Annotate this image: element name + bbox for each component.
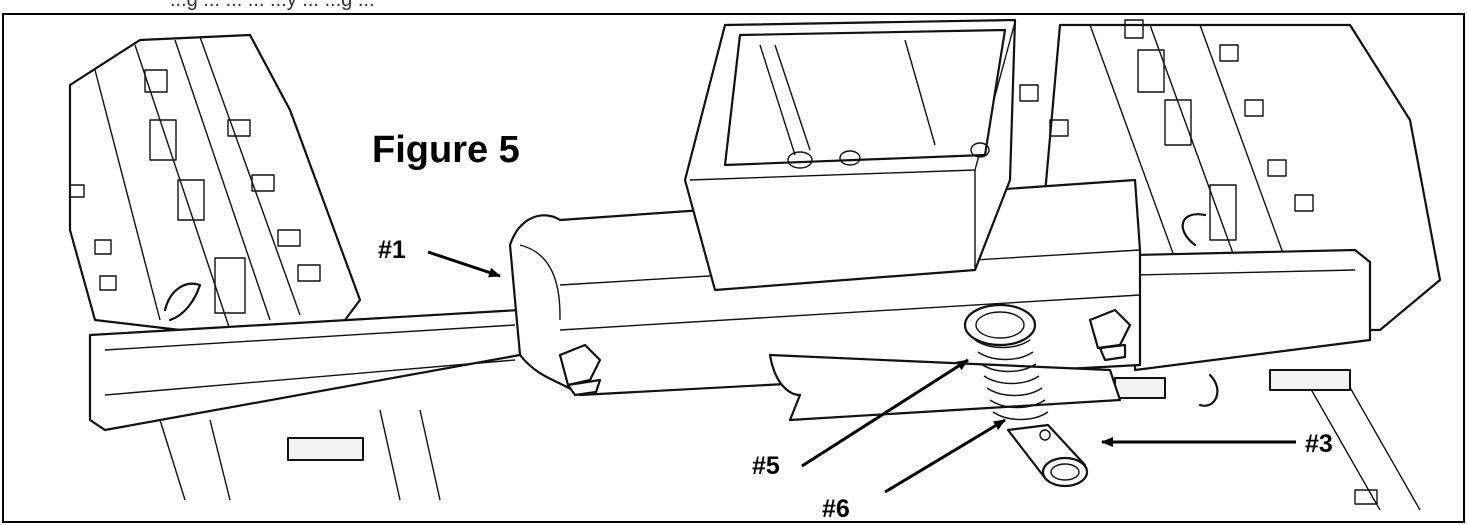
assembly-drawing [68,18,1442,511]
left-rail [68,33,362,342]
callout-label-6: #6 [822,495,850,523]
callout-label-5: #5 [752,452,780,480]
left-hitch-pin [163,282,202,322]
right-clip [1114,377,1166,399]
figure-frame [2,13,1465,523]
callout-label-3: #3 [1305,430,1333,458]
callout-6: #6 [822,418,1006,523]
spring-pin-assembly [963,303,1089,488]
receiver-tube [683,18,1017,292]
callout-1: #1 [378,236,501,278]
bolt-right [1088,308,1132,362]
right-hitch-pin [1181,213,1207,247]
right-clip-2 [1269,369,1351,391]
top-caption: ...g ... ... ... ...y ... ...g ... [170,0,375,11]
cross-bar [88,248,1372,432]
callout-label-1: #1 [378,236,406,264]
callout-arrow-6 [884,418,1006,494]
callout-5: #5 [752,358,969,480]
callout-arrow-5 [801,358,969,468]
lower-rail-left [159,409,441,501]
callout-arrow-1 [427,250,501,278]
bolt-left [558,343,602,397]
figure-title: Figure 5 [372,129,520,171]
lower-hitch-pin [1198,373,1219,407]
left-clip [287,437,364,461]
callout-3: #3 [1101,430,1333,458]
